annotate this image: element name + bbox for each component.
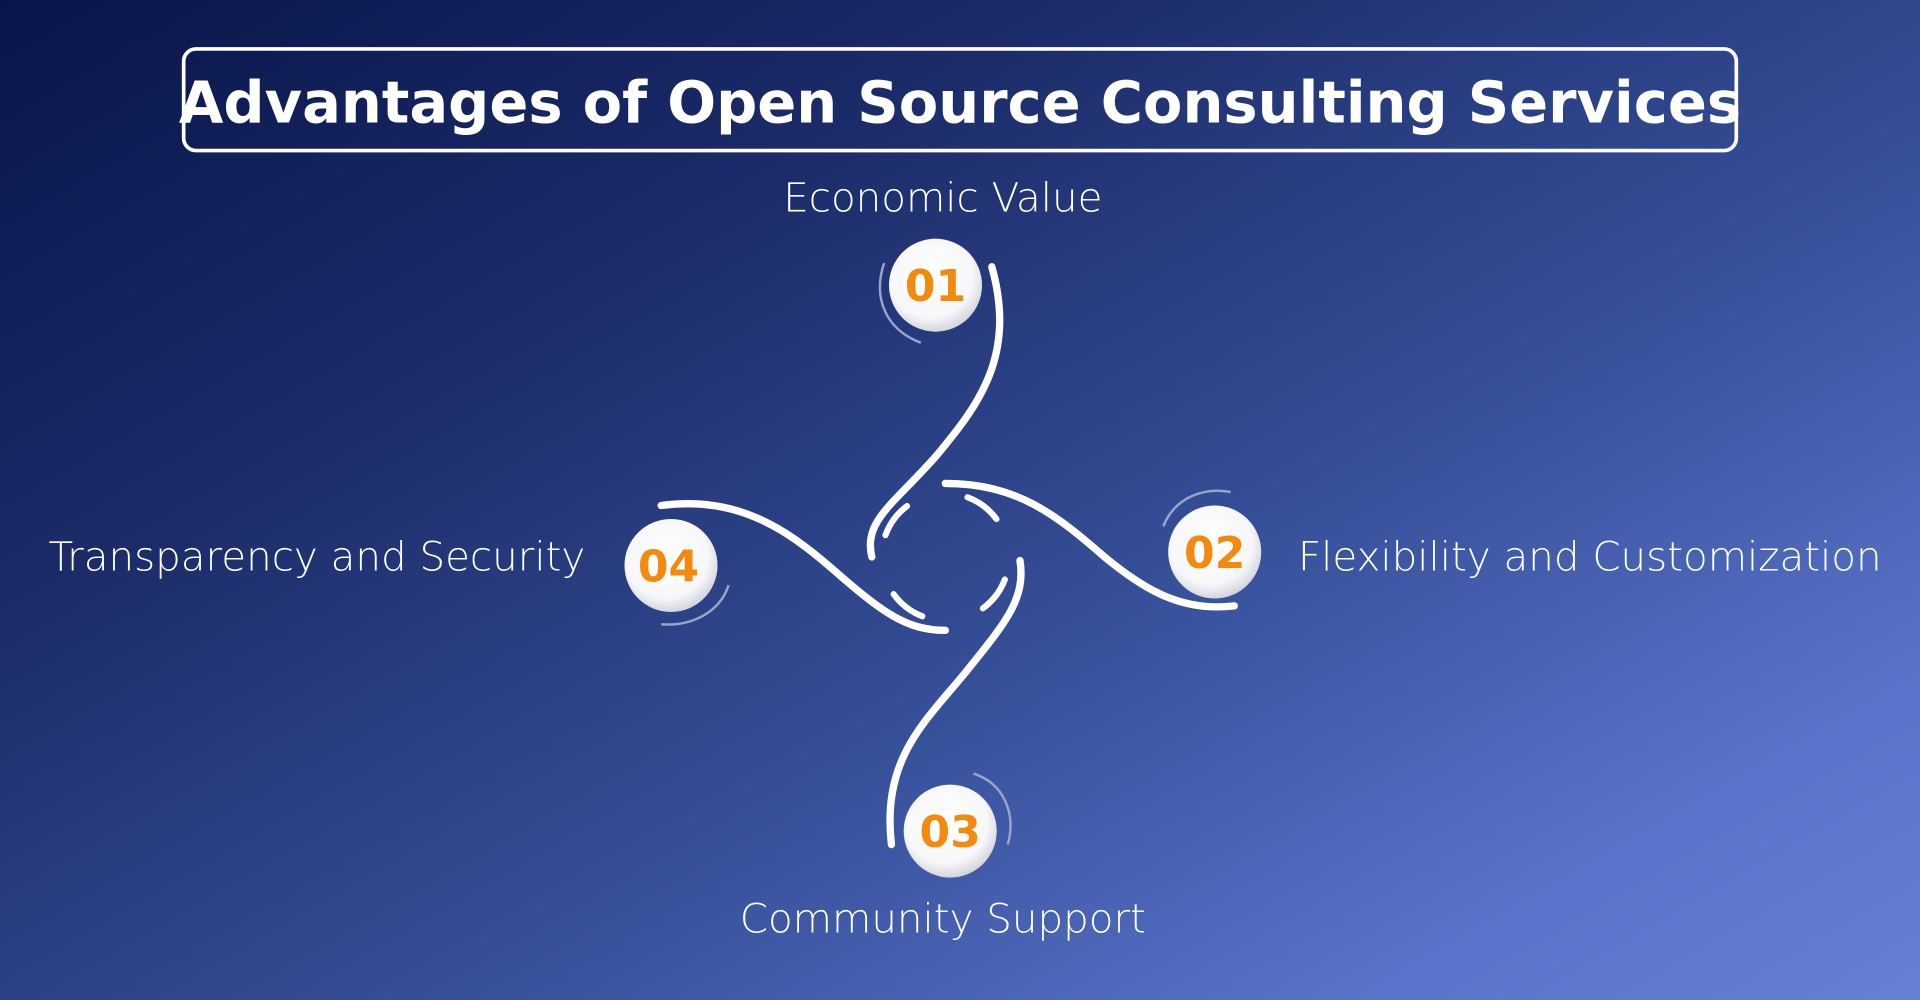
- item-number: 01: [905, 261, 966, 312]
- item-label: Transparency and Security: [48, 533, 585, 580]
- title-box: Advantages of Open Source Consulting Ser…: [179, 47, 1741, 153]
- swoosh-04: [657, 500, 949, 635]
- item-label: Flexibility and Customization: [1298, 533, 1882, 580]
- orbit-arc-icon: [973, 772, 1012, 845]
- swoosh-connectors: [657, 263, 1238, 849]
- swoosh-02: [941, 479, 1238, 611]
- swoosh-01: [866, 263, 1004, 561]
- center-dashed-ring: [878, 490, 1013, 624]
- orbit-arc-icon: [878, 262, 922, 344]
- orbit-arc-icon: [661, 584, 730, 626]
- item-number: 04: [638, 541, 699, 592]
- item-01: 01 Economic Value: [783, 175, 1102, 344]
- swoosh-03: [886, 556, 1025, 849]
- item-02: 02 Flexibility and Customization: [1162, 489, 1882, 599]
- item-number: 02: [1184, 528, 1245, 579]
- item-label: Community Support: [740, 896, 1146, 943]
- item-number: 03: [920, 807, 981, 858]
- item-03: 03 Community Support: [740, 772, 1146, 943]
- item-label: Economic Value: [783, 175, 1102, 222]
- orbit-arc-icon: [1162, 489, 1231, 527]
- item-04: 04 Transparency and Security: [48, 518, 730, 626]
- page-title: Advantages of Open Source Consulting Ser…: [179, 69, 1741, 136]
